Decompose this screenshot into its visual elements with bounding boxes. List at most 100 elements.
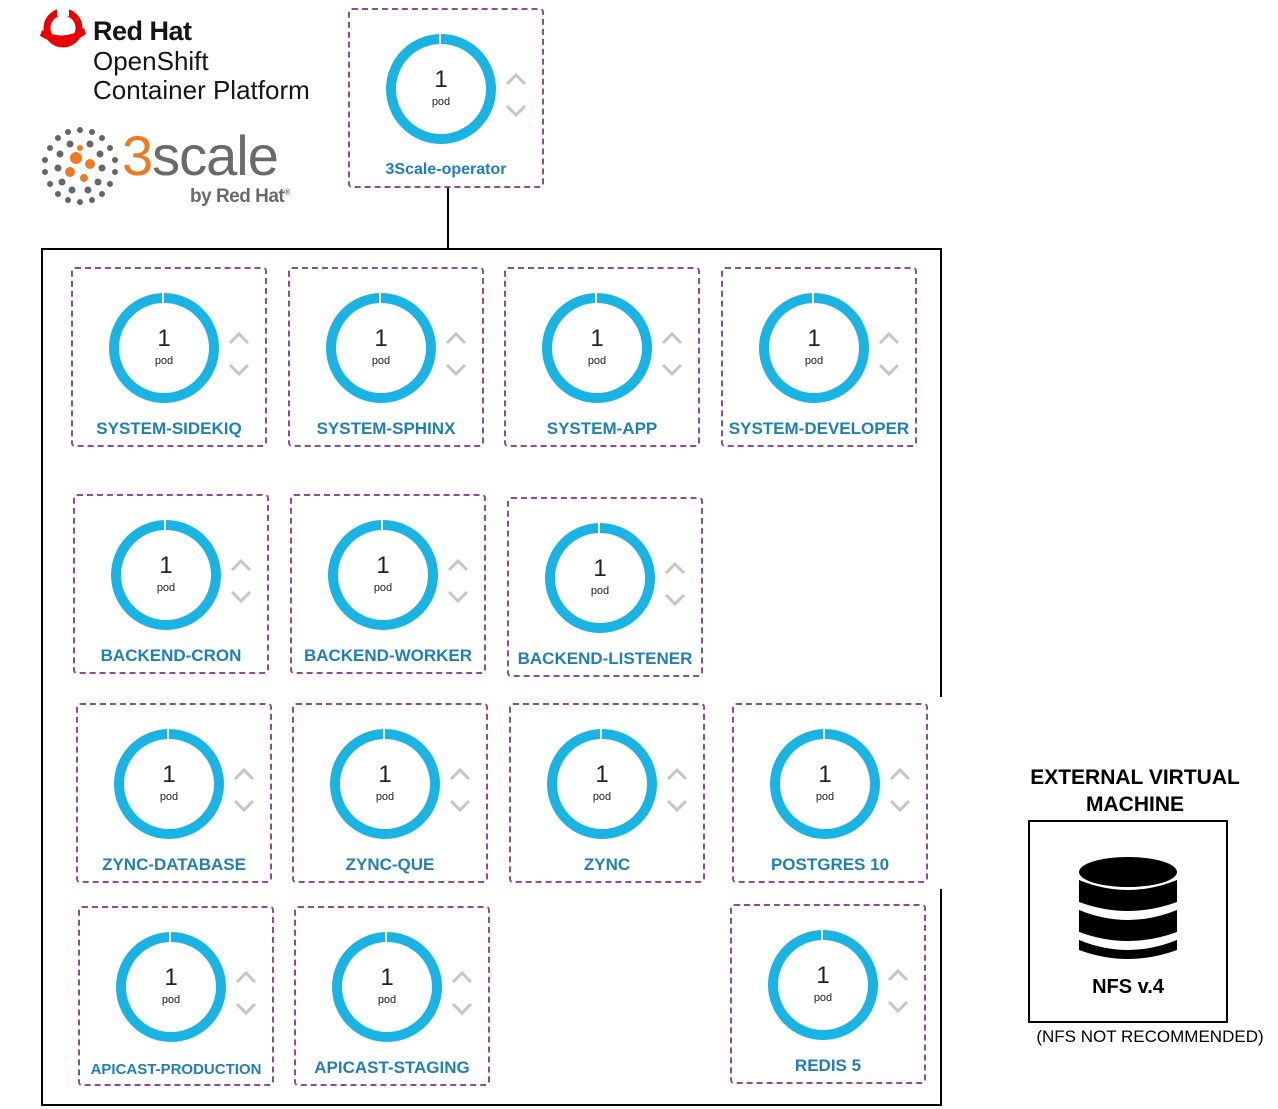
product-line-2: Container Platform [93,75,310,105]
chevron-down-icon[interactable] [447,590,469,604]
ring-marker [823,728,825,740]
ring-marker [383,728,385,740]
pod-label: BACKEND-LISTENER [517,649,693,668]
chevron-up-icon[interactable] [233,767,255,781]
external-vm-title-line-1: EXTERNAL VIRTUAL [1030,766,1240,789]
chevron-down-icon[interactable] [228,363,250,377]
chevron-down-icon[interactable] [661,363,683,377]
ring-marker [167,728,169,740]
ring-marker [439,33,441,45]
pod-card-operator[interactable]: 1 pod 3Scale-operator [348,8,544,188]
chevron-up-icon[interactable] [228,331,250,345]
chevron-down-icon[interactable] [230,590,252,604]
pod-label: SYSTEM-APP [546,419,658,438]
chevron-up-icon[interactable] [230,558,252,572]
pod-unit: pod [431,96,451,108]
ring-marker [821,929,823,941]
pod-unit: pod [804,355,824,367]
pod-label: SYSTEM-SIDEKIQ [96,419,242,438]
operator-connector-line [447,187,449,248]
chevron-down-icon[interactable] [451,1002,473,1016]
pod-count: 1 [807,325,821,352]
pod-unit: pod [161,994,181,1006]
pod-ring: 1 pod [386,34,496,144]
pod-label: APICAST-PRODUCTION [90,1061,262,1078]
ring-marker [162,292,164,304]
pod-label: APICAST-STAGING [314,1058,470,1077]
pod-label: BACKEND-WORKER [303,646,473,665]
chevron-down-icon[interactable] [505,104,527,118]
pod-count: 1 [434,66,448,93]
pod-label: POSTGRES 10 [770,855,890,874]
chevron-down-icon[interactable] [889,799,911,813]
chevron-up-icon[interactable] [449,767,471,781]
chevron-down-icon[interactable] [878,363,900,377]
ring-marker [169,931,171,943]
pod-unit: pod [156,582,176,594]
3scale-wordmark-prefix: 3 [122,124,153,187]
chevron-up-icon[interactable] [447,558,469,572]
3scale-byline: by Red Hat® [190,186,290,208]
3scale-dots-icon [42,127,118,205]
pod-count: 1 [593,555,607,582]
ring-marker [812,292,814,304]
chevron-up-icon[interactable] [445,331,467,345]
pod-unit: pod [377,994,397,1006]
chevron-down-icon[interactable] [445,363,467,377]
chevron-up-icon[interactable] [235,970,257,984]
chevron-up-icon[interactable] [887,968,909,982]
3scale-wordmark-suffix: scale [152,124,279,187]
chevron-up-icon[interactable] [889,767,911,781]
pod-count: 1 [159,552,173,579]
chevron-up-icon[interactable] [878,331,900,345]
nfs-note: (NFS NOT RECOMMENDED) [1036,1027,1264,1046]
nfs-version-label: NFS v.4 [1092,976,1164,998]
pod-count: 1 [378,761,392,788]
chevron-up-icon[interactable] [666,767,688,781]
namespace-container [41,248,942,1106]
pod-count: 1 [164,964,178,991]
chevron-up-icon[interactable] [505,72,527,86]
chevron-down-icon[interactable] [235,1002,257,1016]
pod-unit: pod [371,355,391,367]
pod-unit: pod [813,992,833,1004]
pod-count: 1 [380,964,394,991]
pod-unit: pod [154,355,174,367]
pod-unit: pod [815,791,835,803]
chevron-down-icon[interactable] [666,799,688,813]
3scale-byline-text: by Red Hat [190,186,285,207]
ring-marker [379,292,381,304]
chevron-down-icon[interactable] [887,1000,909,1014]
openshift-product-text: OpenShift Container Platform [93,47,310,105]
external-vm-box: NFS v.4 [1028,820,1228,1023]
pod-count: 1 [590,325,604,352]
chevron-down-icon[interactable] [233,799,255,813]
chevron-down-icon[interactable] [664,593,686,607]
chevron-up-icon[interactable] [451,970,473,984]
chevron-up-icon[interactable] [661,331,683,345]
product-line-1: OpenShift [93,46,209,76]
chevron-up-icon[interactable] [664,561,686,575]
pod-count: 1 [374,325,388,352]
chevron-down-icon[interactable] [449,799,471,813]
pod-unit: pod [373,582,393,594]
